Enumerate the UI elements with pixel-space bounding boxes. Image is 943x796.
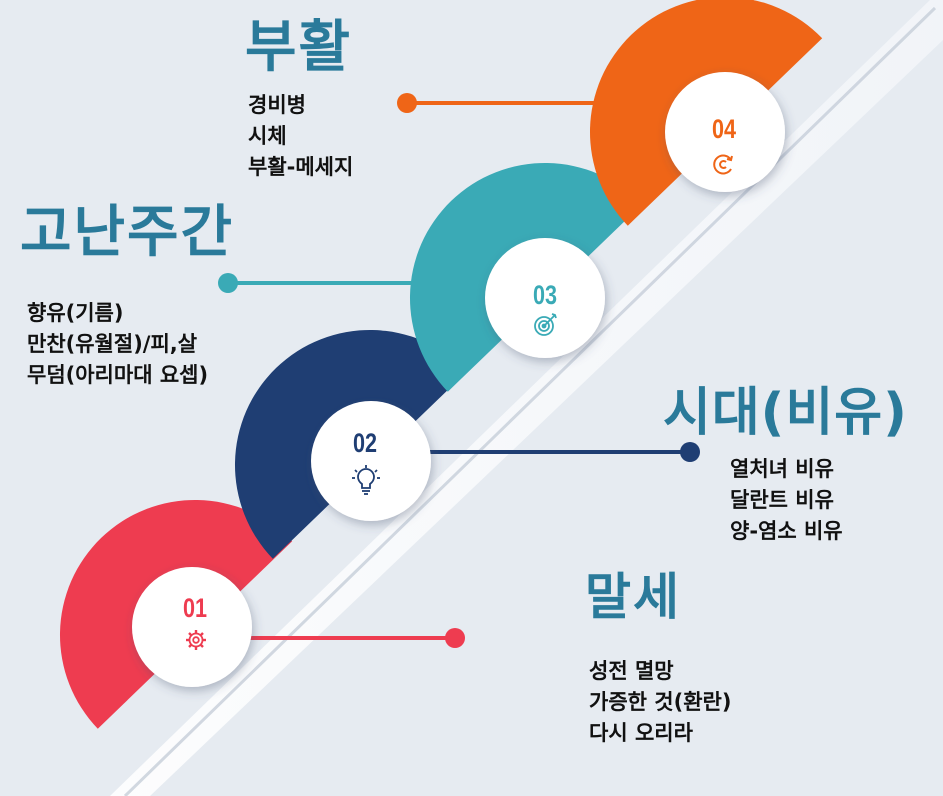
- step-01-items: 성전 멸망 가증한 것(환란) 다시 오리라: [589, 656, 731, 749]
- lightbulb-icon: [352, 465, 380, 495]
- step-02-disc: [311, 401, 431, 521]
- step-02-number: 02: [353, 429, 377, 459]
- diagonal-line: [123, 6, 937, 796]
- list-item: 경비병: [248, 93, 306, 117]
- step-04-title: 부활: [245, 15, 353, 80]
- step-03-number: 03: [533, 281, 557, 311]
- refresh-icon: [713, 154, 733, 175]
- target-icon: [534, 313, 557, 336]
- step-04-items: 경비병 시체 부활-메세지: [248, 90, 353, 183]
- gear-icon: [186, 630, 206, 650]
- step-02-title: 시대(비유): [663, 383, 908, 443]
- list-item: 달란트 비유: [730, 488, 834, 512]
- step-04-number: 04: [712, 115, 736, 145]
- step-01-number: 01: [183, 594, 207, 624]
- list-item: 부활-메세지: [248, 155, 354, 179]
- list-item: 다시 오리라: [589, 721, 693, 745]
- list-item: 향유(기름): [27, 301, 124, 325]
- step-03-disc: [485, 238, 605, 358]
- step-02-items: 열처녀 비유 달란트 비유 양-염소 비유: [730, 454, 843, 547]
- diagonal-band: [110, 0, 943, 796]
- list-item: 열처녀 비유: [730, 457, 834, 481]
- step-04-disc: [665, 72, 785, 192]
- connector-04: [397, 93, 620, 113]
- list-item: 가증한 것(환란): [589, 690, 732, 714]
- list-item: 양-염소 비유: [730, 519, 843, 543]
- list-item: 성전 멸망: [589, 659, 674, 683]
- list-item: 무덤(아리마대 요셉): [27, 363, 209, 387]
- step-01-title: 말세: [585, 568, 681, 626]
- step-03-title: 고난주간: [20, 200, 235, 265]
- connector-03: [218, 273, 445, 293]
- connector-02: [420, 442, 700, 462]
- connector-01: [245, 628, 465, 648]
- list-item: 시체: [248, 124, 287, 148]
- step-03-items: 향유(기름) 만찬(유월절)/피,살 무덤(아리마대 요셉): [27, 298, 208, 391]
- list-item: 만찬(유월절)/피,살: [27, 332, 198, 356]
- step-01-disc: [132, 567, 252, 687]
